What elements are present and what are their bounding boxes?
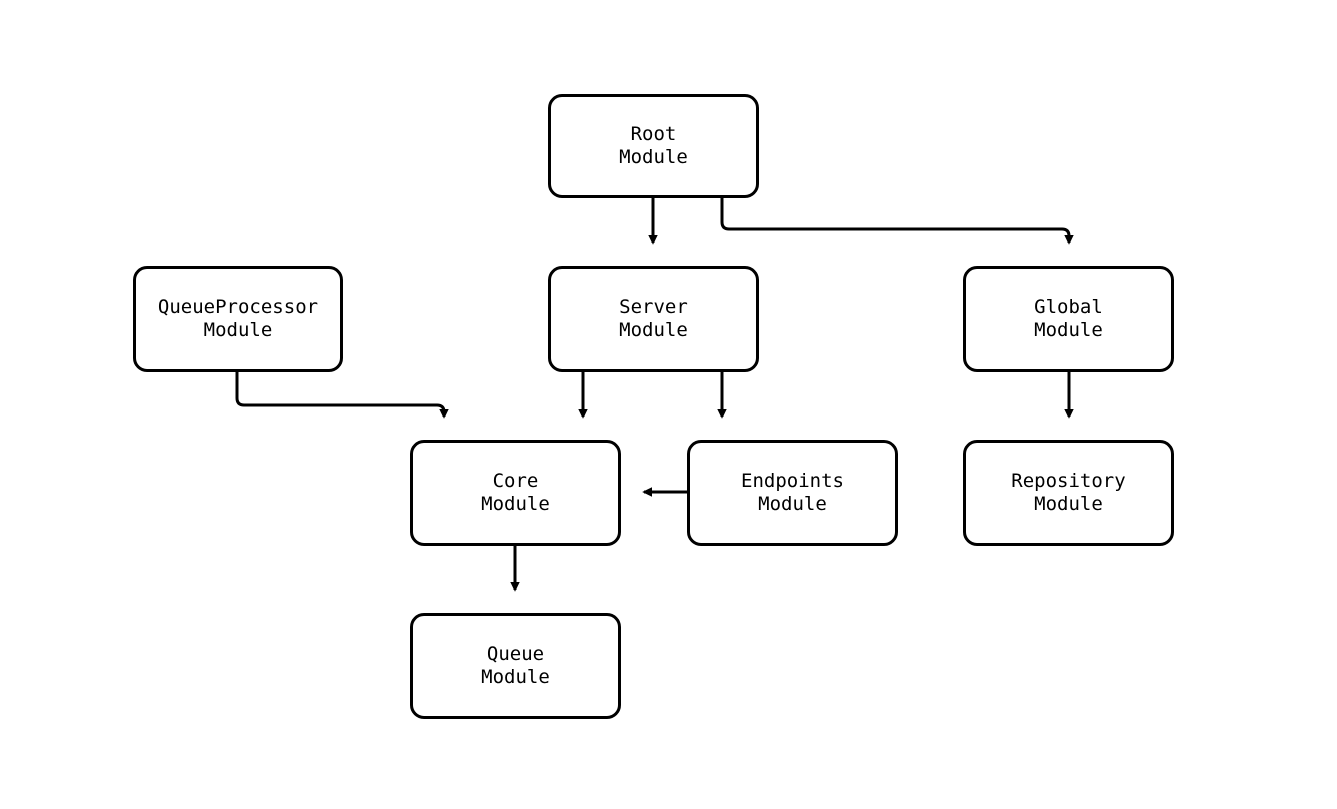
- node-label-global-module: Global Module: [1034, 296, 1103, 341]
- node-label-queue-module: Queue Module: [481, 643, 550, 688]
- node-queueprocessor-module[interactable]: QueueProcessor Module: [133, 266, 343, 372]
- node-server-module[interactable]: Server Module: [548, 266, 759, 372]
- node-endpoints-module[interactable]: Endpoints Module: [687, 440, 898, 546]
- node-root-module[interactable]: Root Module: [548, 94, 759, 198]
- node-label-repository-module: Repository Module: [1011, 470, 1126, 515]
- node-queue-module[interactable]: Queue Module: [410, 613, 621, 719]
- node-global-module[interactable]: Global Module: [963, 266, 1174, 372]
- edge-root-to-global: [720, 198, 1074, 245]
- node-repository-module[interactable]: Repository Module: [963, 440, 1174, 546]
- node-label-endpoints-module: Endpoints Module: [741, 470, 844, 515]
- node-label-server-module: Server Module: [619, 296, 688, 341]
- node-label-root-module: Root Module: [619, 123, 688, 168]
- node-label-queueprocessor-module: QueueProcessor Module: [157, 296, 319, 341]
- node-label-core-module: Core Module: [481, 470, 550, 515]
- node-core-module[interactable]: Core Module: [410, 440, 621, 546]
- edge-queueprocessor-to-core: [235, 372, 449, 419]
